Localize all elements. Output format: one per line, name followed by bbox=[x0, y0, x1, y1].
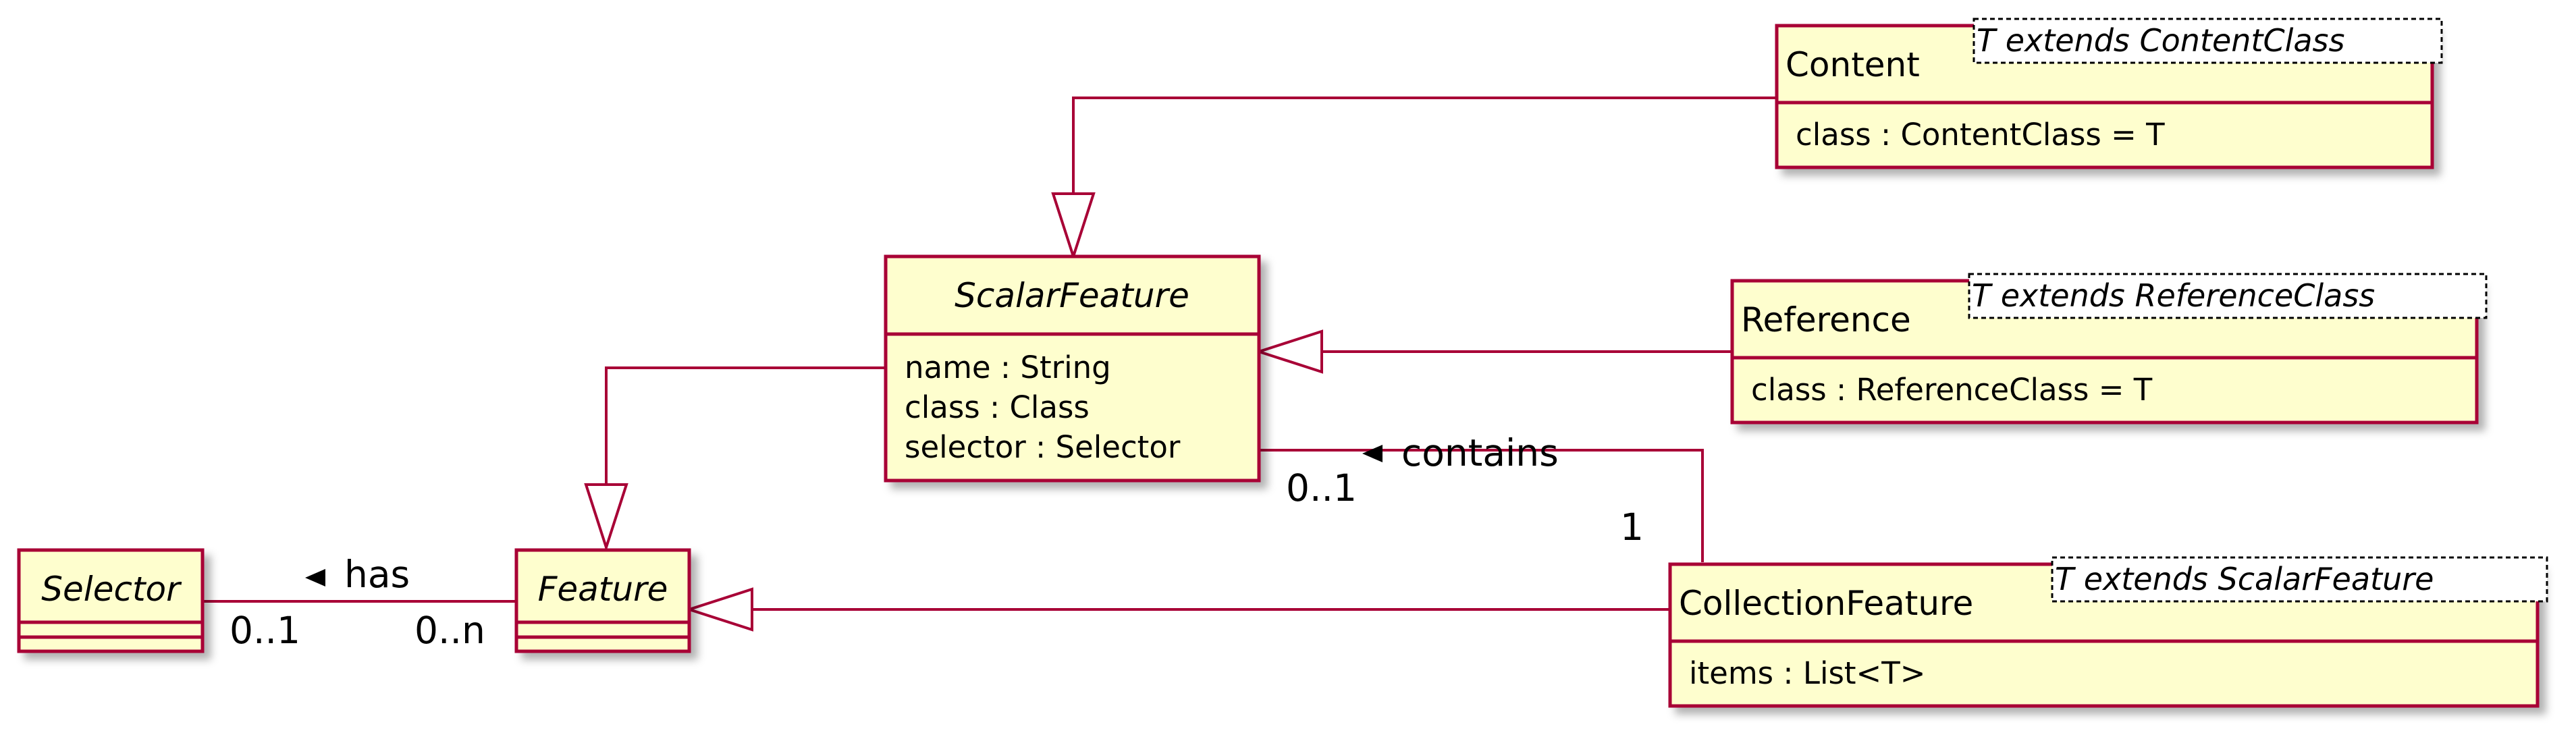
attribute: items : List<T> bbox=[1689, 655, 1925, 691]
edge-scalarfeature-to-feature bbox=[584, 366, 886, 552]
contains-multiplicity-scalar: 0..1 bbox=[1286, 466, 1357, 510]
class-name: Feature bbox=[538, 570, 668, 609]
edge-reference-to-scalarfeature bbox=[1254, 329, 1732, 374]
attribute: selector : Selector bbox=[905, 429, 1181, 465]
class-content[interactable]: Content T extends ContentClass class : C… bbox=[1775, 18, 2443, 169]
class-name: Selector bbox=[41, 570, 182, 609]
edge-content-to-scalarfeature bbox=[1051, 97, 1777, 261]
direction-triangle-left bbox=[1362, 445, 1383, 462]
class-scalarfeature[interactable]: ScalarFeature name : String class : Clas… bbox=[884, 254, 1261, 483]
attribute: class : ContentClass = T bbox=[1796, 117, 2165, 153]
generalization-arrowhead bbox=[1254, 329, 1323, 374]
generalization-arrowhead bbox=[1051, 192, 1096, 261]
class-reference[interactable]: Reference T extends ReferenceClass class… bbox=[1730, 273, 2488, 425]
has-multiplicity-selector: 0..1 bbox=[230, 609, 300, 652]
template-parameter: T extends ContentClass bbox=[1977, 22, 2345, 59]
template-parameter-box bbox=[1973, 18, 2443, 64]
template-parameter: T extends ReferenceClass bbox=[1972, 277, 2375, 314]
class-collectionfeature[interactable]: CollectionFeature T extends ScalarFeatur… bbox=[1668, 556, 2548, 708]
generalization-arrowhead bbox=[584, 483, 628, 552]
template-parameter-box bbox=[2051, 556, 2548, 603]
edge-has: has 0..1 0..n bbox=[203, 553, 516, 652]
template-parameter-box bbox=[1968, 273, 2488, 319]
class-name: ScalarFeature bbox=[955, 276, 1189, 315]
template-parameter: T extends ScalarFeature bbox=[2055, 561, 2434, 597]
class-feature[interactable]: Feature bbox=[514, 548, 691, 653]
edge-contains: contains 0..1 1 bbox=[1259, 431, 1704, 562]
has-multiplicity-feature: 0..n bbox=[414, 609, 485, 652]
has-label: has bbox=[344, 553, 410, 596]
class-name: Reference bbox=[1741, 300, 1911, 339]
class-name: CollectionFeature bbox=[1679, 584, 1973, 623]
class-name: Content bbox=[1786, 45, 1920, 84]
generalization-arrowhead bbox=[685, 587, 753, 632]
class-selector[interactable]: Selector bbox=[17, 548, 205, 653]
attribute: name : String bbox=[905, 350, 1111, 385]
attribute: class : Class bbox=[905, 389, 1090, 425]
contains-label: contains bbox=[1401, 431, 1559, 474]
edge-collectionfeature-to-feature bbox=[685, 587, 1670, 632]
direction-triangle-left bbox=[305, 569, 325, 586]
contains-multiplicity-collection: 1 bbox=[1620, 506, 1644, 549]
attribute: class : ReferenceClass = T bbox=[1751, 372, 2153, 408]
